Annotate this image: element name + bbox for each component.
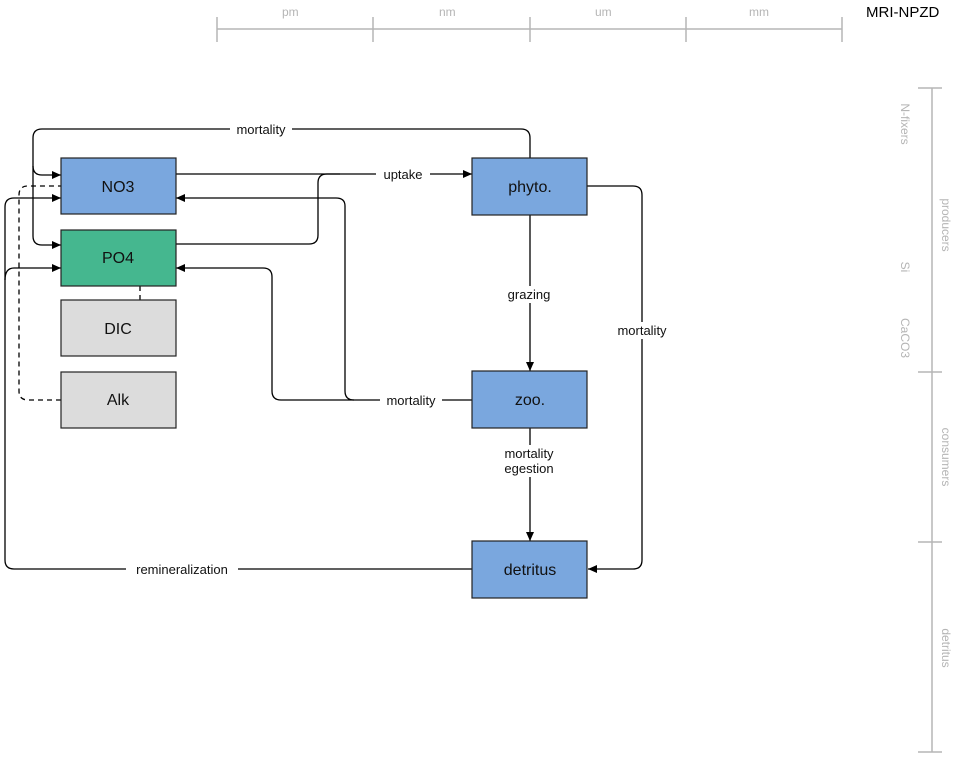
label-mortality-phyto: mortality — [617, 323, 667, 338]
scale-label-mm: mm — [749, 5, 769, 19]
edge-remin-no3 — [4, 194, 472, 570]
edge-zoo-mortality-po4 — [176, 264, 354, 401]
group-detritus: detritus — [939, 628, 953, 667]
label-mortality-zoo: mortality — [386, 393, 436, 408]
edge-po4-uptake — [176, 173, 340, 245]
carbonate-edges — [18, 185, 141, 401]
box-phyto: phyto. — [471, 157, 588, 216]
box-phyto-label: phyto. — [508, 179, 552, 196]
edge-remin-po4 — [4, 264, 61, 281]
label-mortality-top: mortality — [236, 122, 286, 137]
box-po4-label: PO4 — [102, 250, 134, 267]
edge-alk-no3 — [18, 185, 61, 401]
scale-label-um: um — [595, 5, 612, 19]
label-remineralization: remineralization — [136, 562, 228, 577]
edge-labels: mortality uptake grazing mortality morta… — [126, 121, 674, 578]
label-mortality-egestion-2: egestion — [504, 461, 553, 476]
edge-mortality-top-po4 — [32, 166, 61, 249]
box-po4: PO4 — [60, 229, 177, 287]
box-zoo-label: zoo. — [515, 392, 545, 409]
scale-label-pm: pm — [282, 5, 299, 19]
box-no3: NO3 — [60, 157, 177, 215]
box-detritus: detritus — [471, 540, 588, 599]
group-si: Si — [898, 262, 912, 273]
edge-phyto-mortality-detritus — [587, 185, 643, 573]
label-mortality-egestion-1: mortality — [504, 446, 554, 461]
edge-mortality-top-no3 — [32, 128, 531, 179]
group-n-fixers: N-fixers — [898, 103, 912, 144]
model-title: MRI-NPZD — [866, 4, 939, 21]
box-alk: Alk — [60, 371, 177, 429]
label-grazing: grazing — [508, 287, 551, 302]
box-no3-label: NO3 — [102, 179, 135, 196]
edge-zoo-mortality-no3 — [176, 194, 472, 401]
box-alk-label: Alk — [107, 392, 130, 409]
scale-label-nm: nm — [439, 5, 456, 19]
box-dic-label: DIC — [104, 321, 132, 338]
group-consumers: consumers — [939, 428, 953, 487]
box-zoo: zoo. — [471, 370, 588, 429]
trophic-groups: producers N-fixers Si CaCO3 consumers de… — [898, 87, 953, 753]
size-scale: pm nm um mm — [216, 5, 843, 42]
label-uptake: uptake — [383, 167, 422, 182]
box-dic: DIC — [60, 299, 177, 357]
box-detritus-label: detritus — [504, 562, 556, 579]
group-caco3: CaCO3 — [898, 318, 912, 358]
group-producers: producers — [939, 198, 953, 251]
